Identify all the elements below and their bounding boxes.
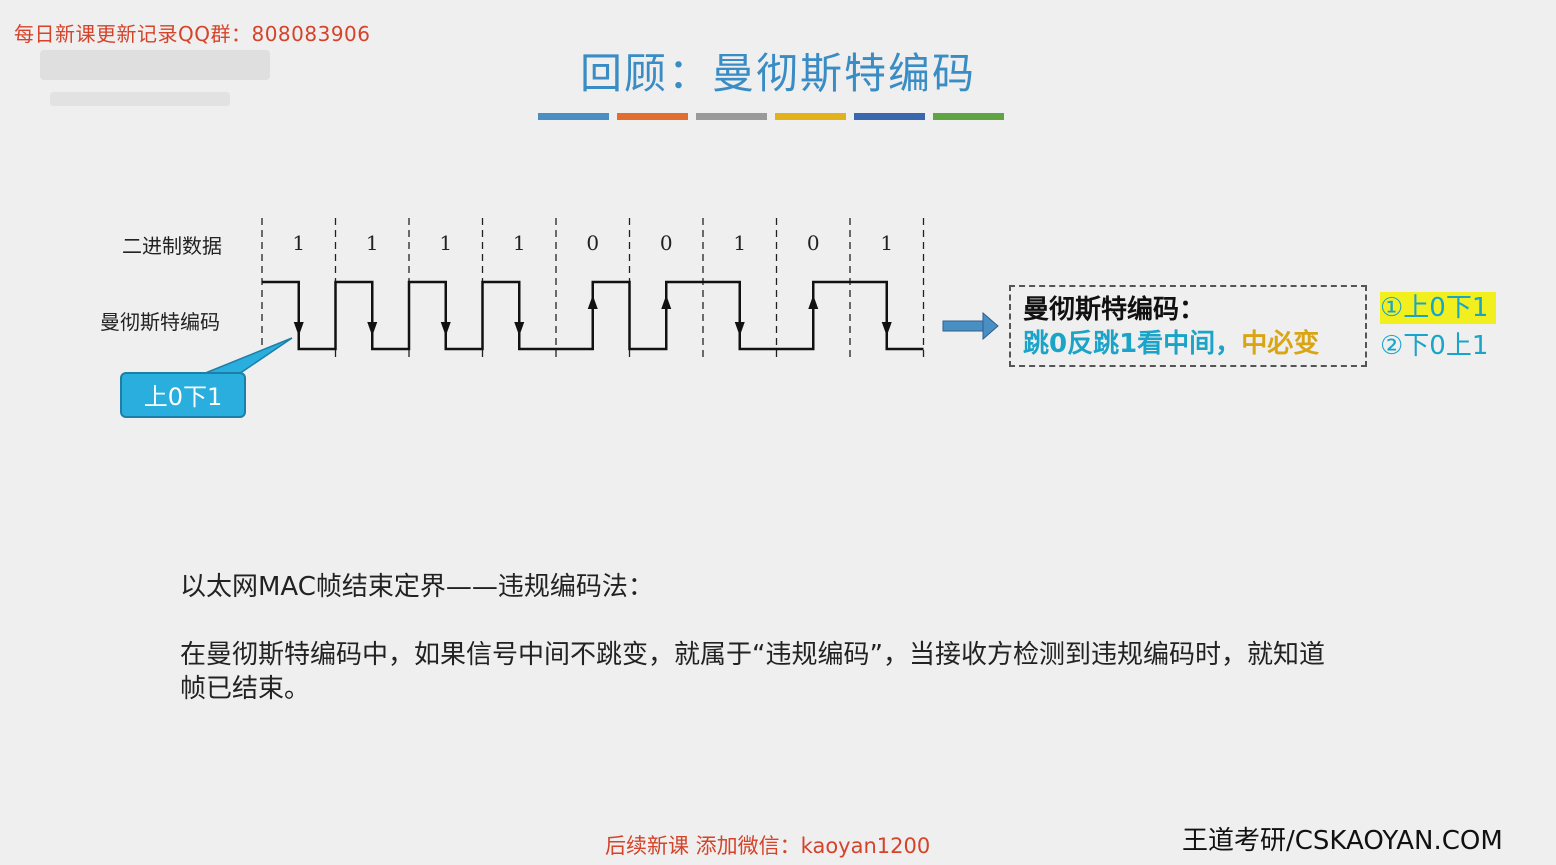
down-arrow-icon	[440, 322, 451, 336]
bit-value: 1	[439, 231, 452, 255]
footer-wechat: 后续新课 添加微信：kaoyan1200	[605, 834, 931, 858]
manchester-label: 曼彻斯特编码	[100, 310, 220, 334]
slide-title: 回顾：曼彻斯特编码	[579, 49, 976, 98]
up-arrow-icon	[587, 295, 598, 309]
up-arrow-icon	[808, 295, 819, 309]
right-arrow-icon	[942, 311, 999, 341]
down-arrow-icon	[514, 322, 525, 336]
bit-value: 1	[366, 231, 379, 255]
rule-part2: 中必变	[1241, 329, 1320, 359]
rule-part1: 跳0反跳1看中间，	[1023, 329, 1242, 359]
title-bar-6	[933, 113, 1004, 120]
section-heading: 以太网MAC帧结束定界——违规编码法：	[180, 572, 654, 602]
bit-value: 1	[513, 231, 526, 255]
transition-arrows	[293, 295, 892, 336]
down-arrow-icon	[367, 322, 378, 336]
title-color-bars	[538, 113, 1004, 120]
binary-data-label: 二进制数据	[122, 234, 222, 258]
title-bar-5	[854, 113, 925, 120]
bit-value: 1	[292, 231, 305, 255]
title-bar-2	[617, 113, 688, 120]
callout-up0down1: 上0下1	[120, 372, 246, 418]
down-arrow-icon	[293, 322, 304, 336]
rule-title: 曼彻斯特编码：	[1023, 295, 1206, 325]
option-1-highlighted: ①上0下1	[1380, 292, 1496, 324]
manchester-rule-box: 曼彻斯特编码： 跳0反跳1看中间，中必变	[1009, 285, 1367, 367]
option-2: ②下0上1	[1380, 331, 1489, 361]
bit-value: 1	[880, 231, 893, 255]
title-bar-4	[775, 113, 846, 120]
bit-value: 1	[733, 231, 746, 255]
bit-value: 0	[807, 231, 820, 255]
bit-labels: 1 1 1 1 0 0 1 0 1	[292, 231, 893, 255]
callout-pointer	[197, 337, 293, 377]
down-arrow-icon	[734, 322, 745, 336]
qq-group-watermark: 每日新课更新记录QQ群：808083906	[14, 22, 371, 46]
bit-value: 0	[586, 231, 599, 255]
down-arrow-icon	[881, 322, 892, 336]
bit-value: 0	[660, 231, 673, 255]
manchester-signal	[262, 280, 924, 351]
title-bar-1	[538, 113, 609, 120]
faded-logo-icon	[40, 50, 270, 106]
title-bar-3	[696, 113, 767, 120]
section-paragraph: 在曼彻斯特编码中，如果信号中间不跳变，就属于“违规编码”，当接收方检测到违规编码…	[180, 640, 1325, 704]
rule-line: 跳0反跳1看中间，中必变	[1023, 327, 1353, 361]
up-arrow-icon	[661, 295, 672, 309]
footer-brand: 王道考研/CSKAOYAN.COM	[1182, 826, 1503, 856]
